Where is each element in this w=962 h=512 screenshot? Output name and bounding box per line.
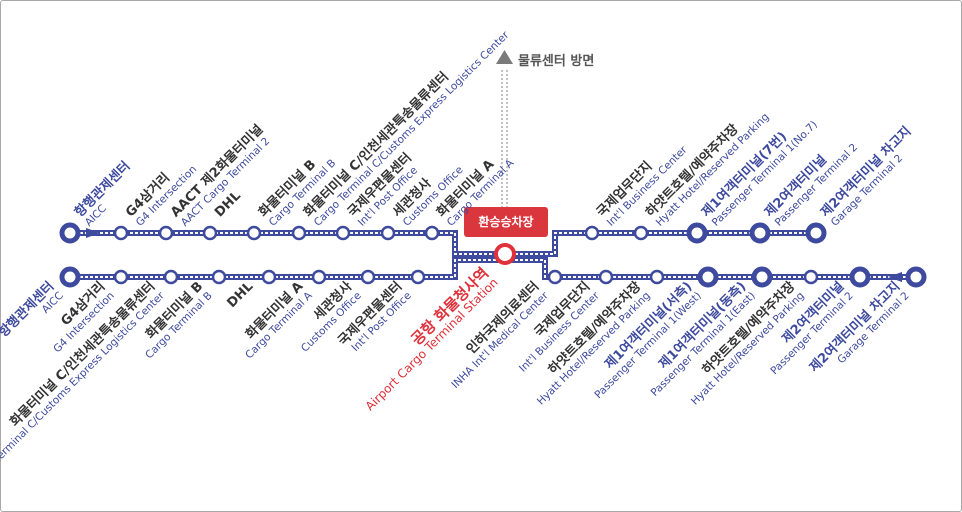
bottom-station-15[interactable] xyxy=(849,266,871,288)
bottom-station-4[interactable] xyxy=(261,269,277,285)
direction-label: 물류센터 방면 xyxy=(518,53,594,69)
top-station-10[interactable] xyxy=(633,225,649,241)
bottom-station-3[interactable] xyxy=(211,269,227,285)
bottom-station-11[interactable] xyxy=(649,269,665,285)
bottom-station-6[interactable] xyxy=(360,269,376,285)
transfer-label: 환승승차장 xyxy=(478,214,533,229)
bottom-station-14[interactable] xyxy=(803,269,819,285)
arrow-left-icon xyxy=(888,272,902,282)
bottom-station-13[interactable] xyxy=(751,266,773,288)
bottom-station-0[interactable] xyxy=(59,266,81,288)
stations xyxy=(59,222,927,288)
bottom-station-10[interactable] xyxy=(598,269,614,285)
top-station-8[interactable] xyxy=(424,225,440,241)
top-track-west xyxy=(70,230,505,257)
transfer-station-marker[interactable] xyxy=(494,243,516,265)
bottom-station-2[interactable] xyxy=(163,269,179,285)
bottom-station-label-4: DHL xyxy=(224,279,256,311)
direction-indicator: 물류센터 방면 xyxy=(496,50,594,230)
top-station-5[interactable] xyxy=(291,225,307,241)
station-name-ko: DHL xyxy=(224,279,256,311)
bottom-station-1[interactable] xyxy=(113,269,129,285)
bottom-track-west xyxy=(70,257,505,280)
top-station-1[interactable] xyxy=(113,225,129,241)
top-station-11[interactable] xyxy=(686,222,708,244)
bottom-station-7[interactable] xyxy=(410,269,426,285)
top-station-4[interactable] xyxy=(246,225,262,241)
top-station-7[interactable] xyxy=(380,225,396,241)
top-station-13[interactable] xyxy=(805,222,827,244)
arrow-up-icon xyxy=(496,50,513,64)
bottom-station-16[interactable] xyxy=(905,266,927,288)
top-station-12[interactable] xyxy=(749,222,771,244)
bottom-station-5[interactable] xyxy=(311,269,327,285)
top-station-9[interactable] xyxy=(584,225,600,241)
top-station-3[interactable] xyxy=(202,225,218,241)
top-station-6[interactable] xyxy=(335,225,351,241)
top-station-0[interactable] xyxy=(59,222,81,244)
bottom-station-9[interactable] xyxy=(547,269,563,285)
top-station-2[interactable] xyxy=(158,225,174,241)
transfer-badge[interactable]: 환승승차장 xyxy=(464,207,548,237)
bottom-station-12[interactable] xyxy=(697,266,719,288)
arrow-right-icon xyxy=(86,228,100,238)
